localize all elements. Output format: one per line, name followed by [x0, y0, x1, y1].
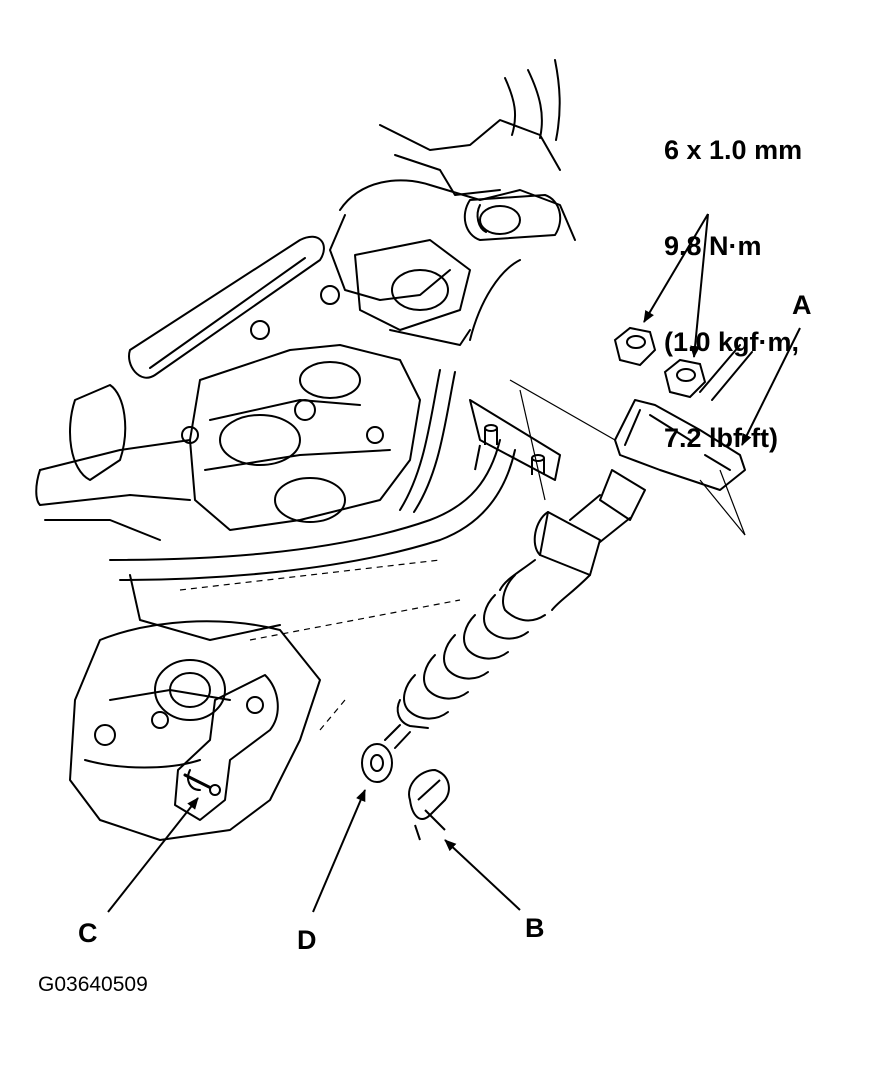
alignment-lines — [509, 379, 746, 536]
flange-nut-right — [663, 358, 707, 399]
dashed-guides — [179, 559, 461, 731]
callout-c: C — [78, 918, 98, 948]
transmission-assembly — [35, 59, 576, 841]
lock-pin — [408, 769, 450, 841]
arrow-c — [107, 797, 199, 913]
torque-arrow-left — [643, 213, 709, 323]
torque-kgfm: (1.0 kgf·m, — [664, 327, 800, 357]
callout-b: B — [525, 913, 545, 943]
shift-cable — [361, 344, 753, 783]
figure-id: G03640509 — [38, 973, 148, 996]
bracket-stud-right — [531, 454, 545, 475]
torque-nm: 9.8 N·m — [664, 231, 762, 261]
bolt-size: 6 x 1.0 mm — [664, 135, 803, 165]
torque-spec: 6 x 1.0 mm 9.8 N·m (1.0 kgf·m, 7.2 lbf·f… — [664, 70, 802, 486]
torque-arrow-right — [690, 213, 709, 358]
callout-d: D — [297, 925, 317, 955]
arrow-b — [444, 839, 521, 911]
flange-nut-left — [613, 326, 657, 367]
callout-a: A — [792, 290, 812, 320]
callout-arrows — [107, 213, 801, 913]
cable-bracket-mount — [469, 399, 561, 481]
torque-lbfft: 7.2 lbf·ft) — [664, 423, 778, 453]
arrow-a — [741, 327, 801, 446]
arrow-d — [312, 789, 366, 913]
bracket-stud-left — [484, 424, 498, 445]
